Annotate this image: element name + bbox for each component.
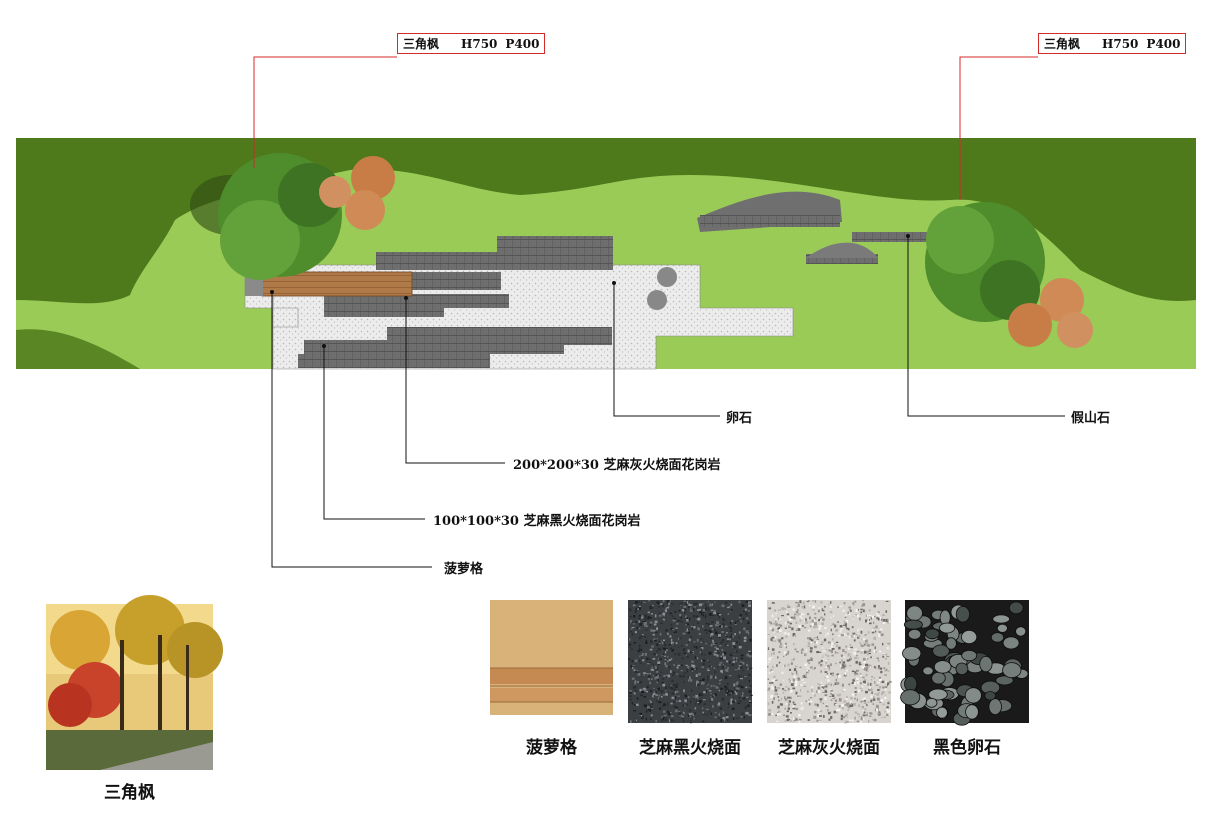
black-granite-texture [628,600,753,724]
callout-rockery: 假山石 [1071,411,1111,426]
callout-dot [404,296,408,300]
material-caption-black-pebble: 黑色卵石 [933,738,1001,758]
dark-lawn-lower [16,329,140,369]
autumn-tree [1057,312,1093,348]
maple-tree [220,200,300,280]
swatch-grey-granite [767,600,891,723]
paving-strip [497,236,613,252]
callout-grey-granite: 200*200*30 芝麻灰火烧面花岗岩 [513,458,721,473]
callout-black-granite: 100*100*30 芝麻黑火烧面花岗岩 [433,514,641,529]
material-caption-grey-granite: 芝麻灰火烧面 [778,738,880,758]
tag-height: H750 [1102,37,1139,51]
tag-spread: P400 [1146,37,1181,51]
pebble-texture [900,601,1029,726]
tag-name: 三角枫 [403,37,440,51]
paving-strip [411,272,501,290]
callout-leader [323,346,425,520]
tree-tag-right: 三角枫 H750 P400 [1038,33,1187,54]
callout-pebble: 卵石 [726,411,753,426]
grey-granite-texture [767,600,892,724]
paving-strip [304,340,564,354]
callout-dot [270,290,274,294]
tag-name: 三角枫 [1044,37,1081,51]
swatch-wood [490,600,613,715]
autumn-tree [345,190,385,230]
tag-leader [959,56,1038,200]
callout-leader [271,292,432,568]
callout-leader [405,298,505,464]
callout-dot [322,344,326,348]
maple-tree [926,206,994,274]
paving-strip [298,354,490,368]
autumn-tree [319,176,351,208]
callout-leader [907,236,1065,417]
material-caption-wood: 菠萝格 [526,738,577,758]
tag-spread: P400 [505,37,540,51]
maple-photo [46,595,223,770]
tree-tag-left: 三角枫 H750 P400 [397,33,546,54]
callout-leader [613,283,720,417]
paving-strip [324,294,509,308]
rockery [806,254,878,264]
tag-height: H750 [461,37,498,51]
tag-leader [253,56,397,168]
autumn-tree [1008,303,1052,347]
autumn-tree [1040,278,1084,322]
callout-dot [906,234,910,238]
pebble [657,267,677,287]
paving-strip [324,308,444,317]
material-caption-black-granite: 芝麻黑火烧面 [639,738,741,758]
callout-dot [612,281,616,285]
rockery [700,215,840,227]
autumn-tree [351,156,395,200]
callout-wood: 菠萝格 [444,562,484,577]
paving-strip [376,252,613,270]
pebble [647,290,667,310]
rockery [806,242,878,258]
tree-photo-caption: 三角枫 [104,783,155,803]
